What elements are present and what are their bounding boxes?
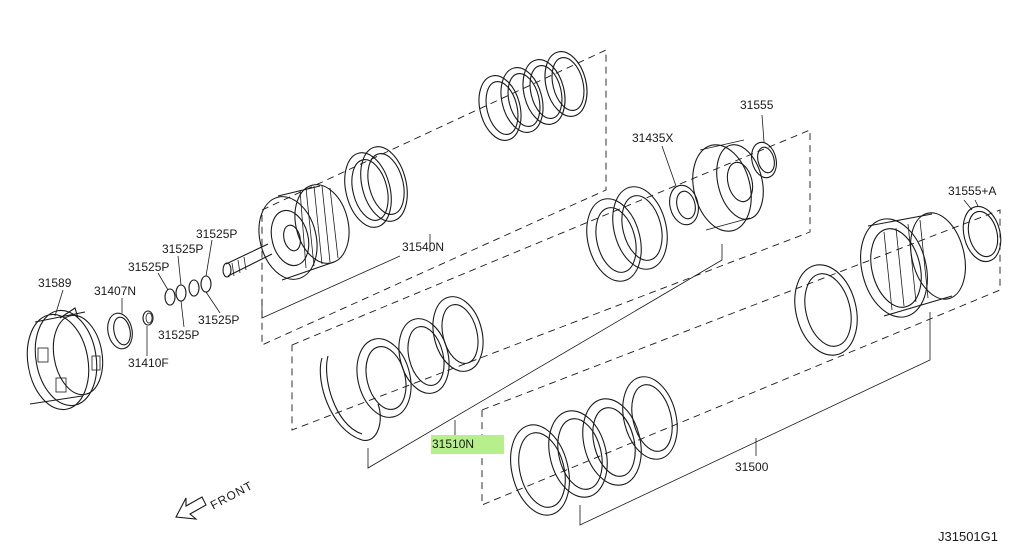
part-31555A-drawing[interactable] [958, 199, 1006, 266]
part-31407N-drawing[interactable] [105, 298, 136, 351]
label-31410F[interactable]: 31410F [128, 356, 169, 370]
part-31500-drawing[interactable] [481, 207, 1001, 526]
label-31407N[interactable]: 31407N [94, 284, 137, 298]
label-31525P-a[interactable]: 31525P [196, 227, 238, 241]
part-31540N-drum-drawing[interactable] [222, 179, 357, 286]
label-31435X[interactable]: 31435X [632, 131, 674, 145]
front-arrow-icon [175, 496, 207, 520]
part-31435X-drawing[interactable] [661, 139, 771, 238]
label-31500[interactable]: 31500 [735, 460, 769, 474]
label-31589[interactable]: 31589 [38, 276, 72, 290]
drawing-code: J31501G1 [938, 529, 998, 544]
label-31525P-b[interactable]: 31525P [162, 242, 204, 256]
label-31525P-c[interactable]: 31525P [128, 260, 170, 274]
part-31589-drawing[interactable] [20, 306, 108, 415]
label-31525P-e[interactable]: 31525P [198, 313, 240, 327]
label-31540N[interactable]: 31540N [402, 240, 445, 254]
label-31510N[interactable]: 31510N [432, 437, 475, 451]
part-31525P-drawing[interactable] [157, 239, 221, 328]
part-31555-drawing[interactable] [748, 114, 780, 180]
label-31555A[interactable]: 31555+A [948, 184, 997, 198]
part-31540N-plates-drawing[interactable] [261, 47, 607, 346]
label-31555[interactable]: 31555 [740, 98, 774, 112]
part-31510N-drawing[interactable] [291, 129, 811, 469]
leader-lines [54, 199, 973, 317]
part-31410F-drawing[interactable] [142, 310, 154, 356]
highlight-31510N [431, 435, 504, 454]
label-31525P-d[interactable]: 31525P [158, 328, 200, 342]
